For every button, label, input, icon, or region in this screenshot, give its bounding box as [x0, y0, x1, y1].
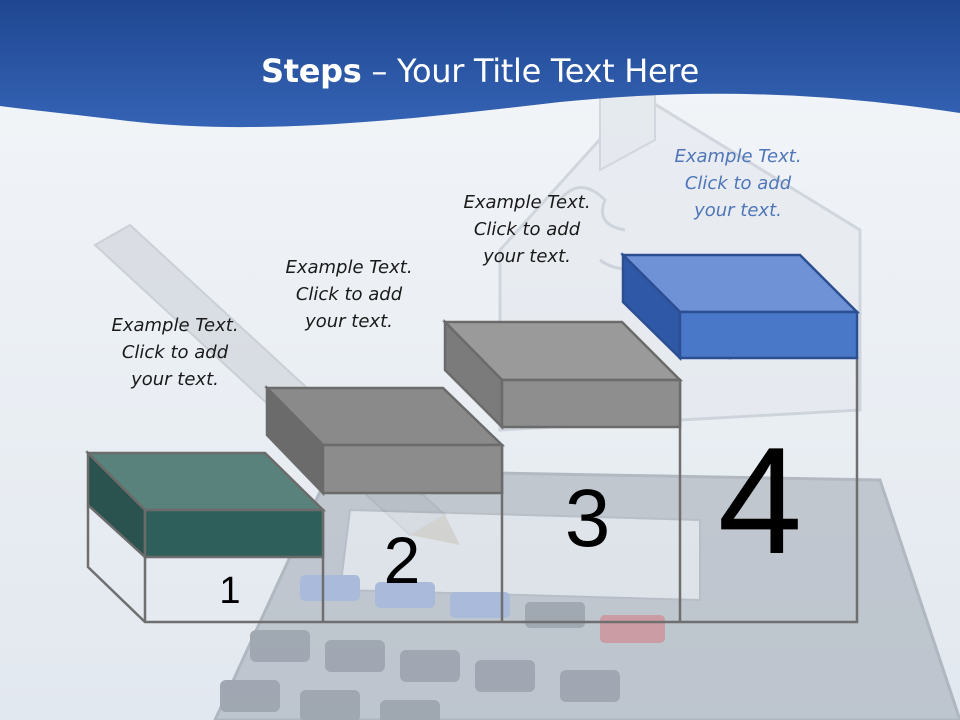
step-2-caption-line: Example Text. — [285, 257, 413, 278]
step-4-caption-line: Click to add — [684, 173, 792, 194]
step-2-block — [264, 384, 506, 497]
slide-title[interactable]: Steps – Your Title Text Here — [0, 52, 960, 90]
step-3-caption-line: Example Text. — [463, 192, 591, 213]
step-4-caption[interactable]: Example Text. Click to add your text. — [643, 143, 833, 224]
step-2-caption-line: Click to add — [295, 284, 403, 305]
header-band — [0, 0, 960, 128]
step-1-caption-line: Click to add — [121, 342, 229, 363]
step-3-caption[interactable]: Example Text. Click to add your text. — [432, 189, 622, 270]
step-4-number[interactable]: 4 — [717, 416, 803, 586]
step-4-block — [619, 251, 861, 361]
step-3-caption-line: Click to add — [473, 219, 581, 240]
step-1-caption[interactable]: Example Text. Click to add your text. — [80, 312, 270, 393]
step-3-number[interactable]: 3 — [564, 473, 611, 564]
step-2-number[interactable]: 2 — [383, 523, 421, 597]
step-1-caption-line: Example Text. — [111, 315, 239, 336]
step-4-caption-line: Example Text. — [674, 146, 802, 167]
step-1-caption-line: your text. — [131, 369, 219, 390]
title-bold: Steps — [261, 52, 362, 90]
step-3-caption-line: your text. — [483, 246, 571, 267]
step-1-number[interactable]: 1 — [219, 570, 241, 612]
step-3-block — [442, 318, 684, 431]
title-text: – Your Title Text Here — [361, 52, 699, 90]
step-2-caption-line: your text. — [305, 311, 393, 332]
step-4-caption-line: your text. — [694, 200, 782, 221]
step-2-caption[interactable]: Example Text. Click to add your text. — [254, 254, 444, 335]
step-1-block — [84, 449, 327, 560]
calculator-image — [213, 468, 960, 720]
